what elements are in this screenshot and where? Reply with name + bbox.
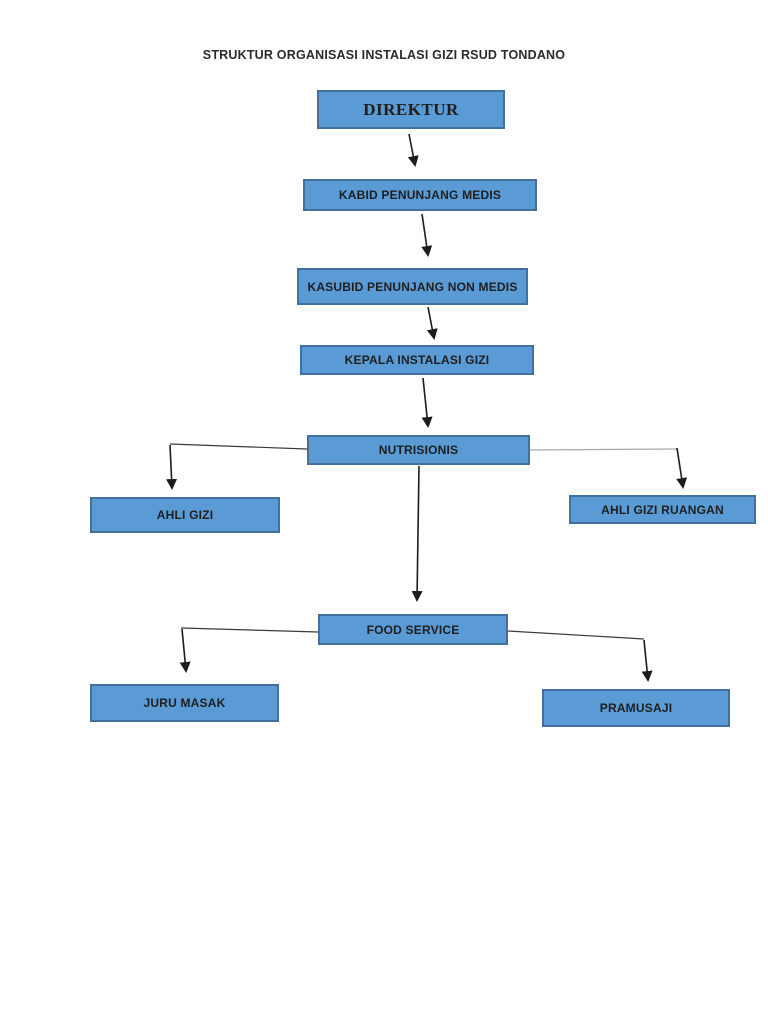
connector-nutrisionis-right-horizontal [529, 448, 678, 451]
node-kabid-label: KABID PENUNJANG MEDIS [338, 188, 502, 202]
node-direktur: DIREKTUR [317, 90, 505, 129]
page-title: STRUKTUR ORGANISASI INSTALASI GIZI RSUD … [202, 48, 566, 62]
node-juru-masak: JURU MASAK [90, 684, 279, 722]
node-ahli-gizi-label: AHLI GIZI [156, 508, 214, 522]
node-ahli-gizi-ruangan: AHLI GIZI RUANGAN [569, 495, 756, 524]
node-juru-masak-label: JURU MASAK [143, 696, 226, 710]
node-ahli-gizi: AHLI GIZI [90, 497, 280, 533]
node-direktur-label: DIREKTUR [363, 99, 459, 119]
connector-foodservice-left-horizontal [180, 627, 319, 633]
arrow-foodservice-to-jurumasak [179, 628, 191, 673]
node-kepala-instalasi-gizi: KEPALA INSTALASI GIZI [300, 345, 534, 375]
node-ahli-gizi-ruangan-label: AHLI GIZI RUANGAN [601, 502, 724, 517]
arrow-kepala-to-nutrisionis [421, 377, 433, 428]
connector-nutrisionis-left-horizontal [169, 443, 308, 450]
connector-foodservice-right-horizontal [507, 630, 645, 640]
arrow-nutrisionis-to-ahligiziruangan [676, 447, 688, 489]
node-kasubid-label: KASUBID PENUNJANG NON MEDIS [307, 279, 518, 294]
arrow-nutrisionis-to-foodservice [411, 465, 423, 602]
arrow-kasubid-to-kepala [426, 306, 438, 340]
arrow-kabid-to-kasubid [421, 213, 433, 257]
arrow-nutrisionis-to-ahligizi [166, 444, 178, 490]
arrow-foodservice-to-pramusaji [641, 639, 653, 682]
node-food-service-label: FOOD SERVICE [366, 622, 460, 637]
node-kabid-penunjang-medis: KABID PENUNJANG MEDIS [303, 179, 537, 211]
node-pramusaji: PRAMUSAJI [542, 689, 730, 727]
node-kepala-label: KEPALA INSTALASI GIZI [344, 353, 490, 367]
node-food-service: FOOD SERVICE [318, 614, 508, 645]
node-kasubid-penunjang-non-medis: KASUBID PENUNJANG NON MEDIS [297, 268, 528, 305]
arrow-direktur-to-kabid [407, 133, 419, 167]
node-nutrisionis: NUTRISIONIS [307, 435, 530, 465]
node-nutrisionis-label: NUTRISIONIS [378, 443, 459, 457]
node-pramusaji-label: PRAMUSAJI [599, 701, 673, 715]
